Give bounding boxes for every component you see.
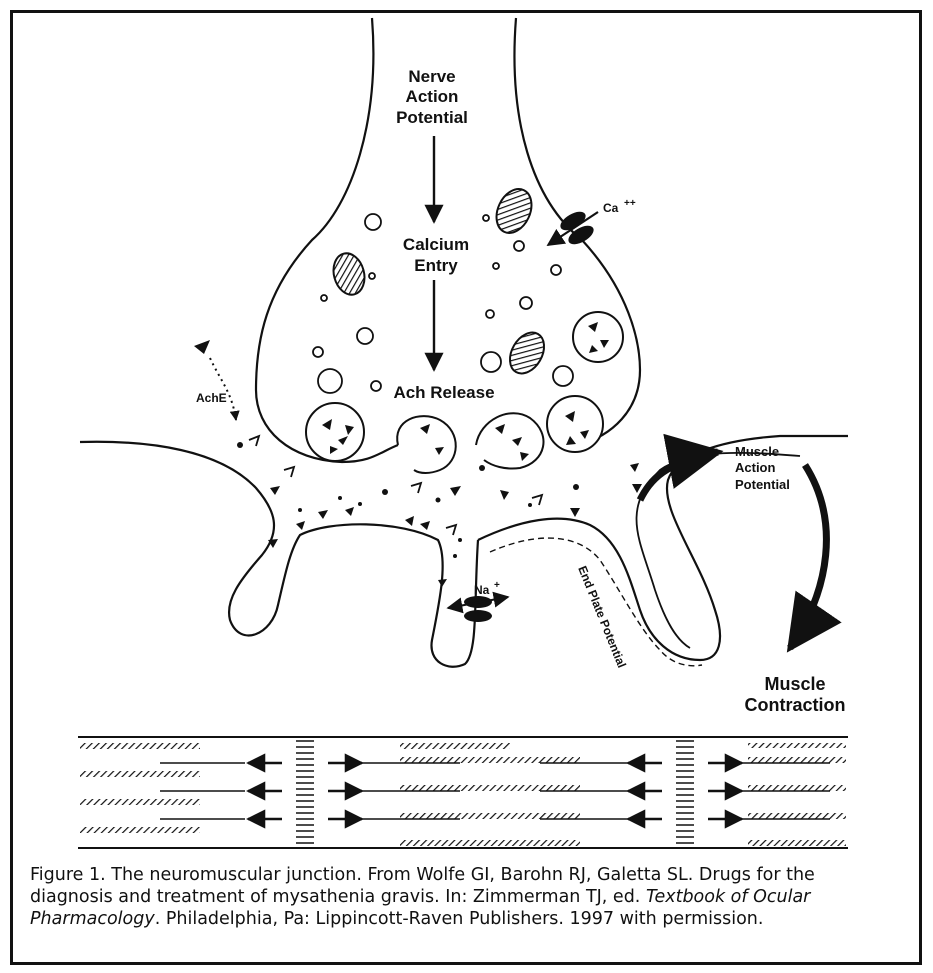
label-muscle-action: Action bbox=[735, 460, 776, 475]
label-ach-release: Ach Release bbox=[393, 383, 494, 402]
label-potential: Potential bbox=[396, 108, 468, 127]
calcium-channel bbox=[548, 208, 598, 248]
label-muscle-potential: Potential bbox=[735, 477, 790, 492]
label-muscle-contraction-1: Muscle bbox=[764, 674, 825, 694]
label-muscle: Muscle bbox=[735, 444, 779, 459]
ach-molecules bbox=[194, 322, 642, 587]
label-entry: Entry bbox=[414, 256, 458, 275]
muscle-ap-arrow bbox=[640, 452, 718, 500]
fusing-vesicle-left bbox=[397, 416, 456, 473]
label-end-plate: End Plate Potential bbox=[575, 564, 629, 670]
open-receptors bbox=[249, 436, 542, 535]
label-ca-charge: ++ bbox=[624, 198, 636, 209]
fusing-vesicle-right bbox=[476, 413, 543, 468]
sodium-channel bbox=[448, 596, 508, 622]
label-action: Action bbox=[406, 87, 459, 106]
label-ca: Ca bbox=[603, 201, 619, 215]
sarcomere bbox=[78, 737, 848, 848]
label-nerve: Nerve bbox=[408, 67, 455, 86]
vesicle-ach-left bbox=[306, 403, 364, 461]
vesicle-ach-upper bbox=[573, 312, 623, 362]
label-ache: AchE bbox=[196, 391, 227, 405]
cleft-particles bbox=[237, 442, 579, 558]
contraction-arrow bbox=[790, 465, 826, 648]
mitochondria bbox=[329, 183, 551, 379]
label-calcium: Calcium bbox=[403, 235, 469, 254]
caption-text-2: . Philadelphia, Pa: Lippincott-Raven Pub… bbox=[155, 909, 764, 929]
muscle-membrane-left bbox=[80, 442, 478, 667]
label-na-charge: + bbox=[494, 580, 500, 591]
figure-caption: Figure 1. The neuromuscular junction. Fr… bbox=[30, 864, 900, 930]
ache-arrow bbox=[210, 358, 236, 420]
label-na: Na bbox=[474, 583, 490, 597]
label-muscle-contraction-2: Contraction bbox=[745, 695, 846, 715]
